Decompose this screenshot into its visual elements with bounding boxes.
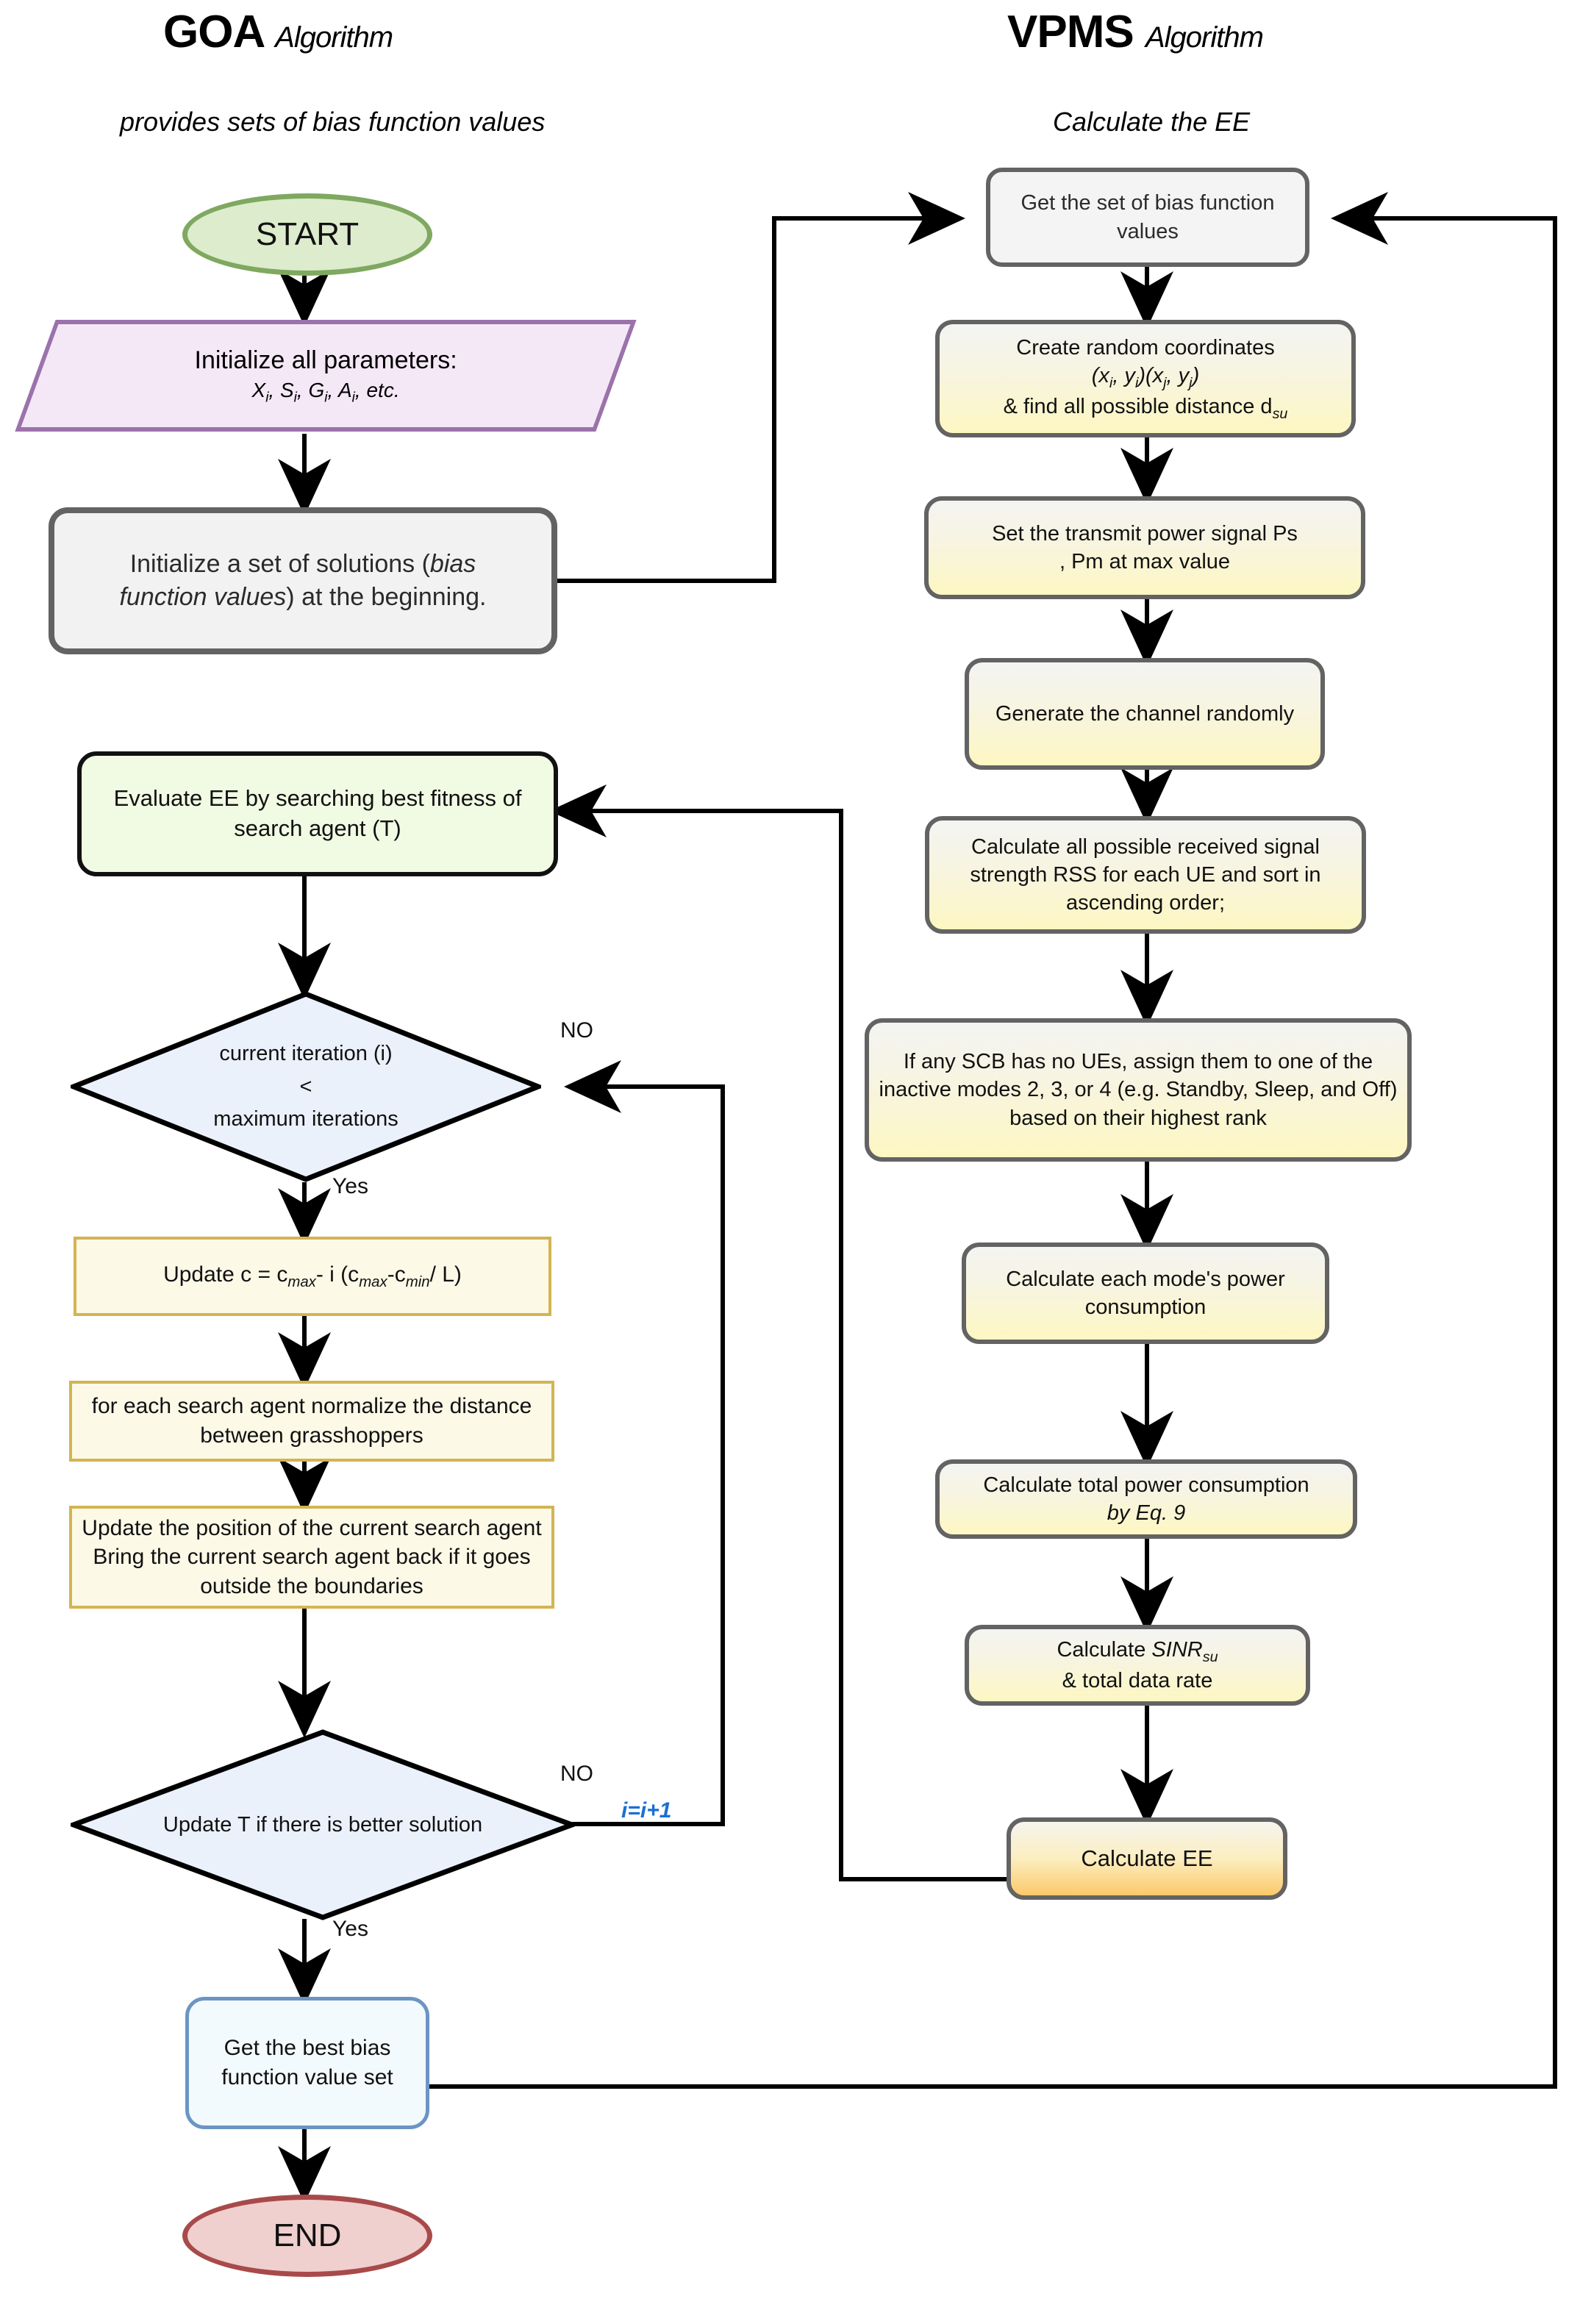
node-get-best-bias-label: Get the best bias function value set <box>221 2036 393 2089</box>
node-decision-update-t[interactable]: Update T if there is better solution <box>71 1729 575 1920</box>
node-calculate-sinr-line2: & total data rate <box>1062 1668 1213 1692</box>
node-generate-channel-label: Generate the channel randomly <box>995 701 1295 726</box>
vpms-title-bold: VPMS <box>1007 7 1134 57</box>
node-evaluate-ee[interactable]: Evaluate EE by searching best fitness of… <box>77 751 558 876</box>
edge-label-update-t-yes: Yes <box>332 1917 368 1941</box>
edge-label-increment: i=i+1 <box>621 1798 672 1823</box>
node-scb-inactive-modes[interactable]: If any SCB has no UEs, assign them to on… <box>865 1018 1412 1162</box>
node-update-c-label: Update c = cmax- i (cmax-cmin/ L) <box>163 1262 462 1291</box>
edge-label-iteration-no: NO <box>560 1018 593 1043</box>
node-create-coordinates-line2: (xi, yi)(xj, yj) <box>1091 364 1200 392</box>
vpms-caption: Calculate the EE <box>1053 107 1251 137</box>
node-decision-iteration[interactable]: current iteration (i) < maximum iteratio… <box>71 991 541 1182</box>
node-calculate-mode-power-label: Calculate each mode's power consumption <box>1006 1267 1285 1319</box>
edge-label-update-t-no: NO <box>560 1762 593 1786</box>
goa-title-italic: Algorithm <box>275 21 393 54</box>
vpms-title: VPMS Algorithm <box>1007 6 1264 58</box>
goa-caption: provides sets of bias function values <box>120 107 546 137</box>
node-evaluate-ee-label: Evaluate EE by searching best fitness of… <box>113 785 522 841</box>
goa-title: GOA Algorithm <box>163 6 393 58</box>
node-calculate-total-power-line1: Calculate total power consumption <box>983 1473 1309 1497</box>
goa-title-bold: GOA <box>163 7 264 57</box>
node-start[interactable]: START <box>182 193 432 276</box>
decision-iteration-shape <box>71 991 541 1182</box>
node-start-label: START <box>255 215 360 252</box>
node-scb-inactive-modes-label: If any SCB has no UEs, assign them to on… <box>879 1050 1398 1130</box>
node-calculate-sinr[interactable]: Calculate SINRsu & total data rate <box>965 1625 1310 1706</box>
node-calculate-total-power-line2: by Eq. 9 <box>1107 1501 1186 1525</box>
node-end-label: END <box>273 2217 342 2253</box>
node-calculate-mode-power[interactable]: Calculate each mode's power consumption <box>962 1243 1329 1344</box>
node-set-transmit-power-label: Set the transmit power signal Ps, Pm at … <box>992 521 1298 573</box>
node-initialize-parameters[interactable]: Initialize all parameters: Xi, Si, Gi, A… <box>15 320 637 432</box>
node-get-bias-set[interactable]: Get the set of bias function values <box>986 168 1309 267</box>
node-set-transmit-power[interactable]: Set the transmit power signal Ps, Pm at … <box>924 496 1365 599</box>
node-calculate-rss[interactable]: Calculate all possible received signal s… <box>925 816 1366 934</box>
node-update-position[interactable]: Update the position of the current searc… <box>69 1506 554 1609</box>
node-initialize-parameters-line2: Xi, Si, Gi, Ai, etc. <box>251 379 400 406</box>
node-calculate-total-power[interactable]: Calculate total power consumption by Eq.… <box>935 1459 1357 1539</box>
node-generate-channel[interactable]: Generate the channel randomly <box>965 658 1325 770</box>
decision-update-t-shape <box>71 1729 575 1920</box>
node-update-position-label: Update the position of the current searc… <box>82 1515 542 1598</box>
node-get-bias-set-label: Get the set of bias function values <box>1020 191 1275 243</box>
node-end[interactable]: END <box>182 2195 432 2277</box>
node-get-best-bias[interactable]: Get the best bias function value set <box>185 1997 429 2129</box>
node-calculate-rss-label: Calculate all possible received signal s… <box>970 834 1321 915</box>
node-calculate-ee-label: Calculate EE <box>1081 1845 1213 1871</box>
node-initialize-parameters-line1: Initialize all parameters: <box>194 346 457 375</box>
node-calculate-sinr-line1: Calculate SINRsu <box>1057 1637 1218 1665</box>
node-normalize-distance[interactable]: for each search agent normalize the dist… <box>69 1381 554 1462</box>
edge-label-iteration-yes: Yes <box>332 1174 368 1198</box>
node-create-coordinates[interactable]: Create random coordinates (xi, yi)(xj, y… <box>935 320 1356 437</box>
node-update-c[interactable]: Update c = cmax- i (cmax-cmin/ L) <box>74 1237 551 1316</box>
node-calculate-ee[interactable]: Calculate EE <box>1007 1817 1287 1900</box>
node-create-coordinates-line3: & find all possible distance dsu <box>1003 395 1288 422</box>
node-create-coordinates-line1: Create random coordinates <box>1016 336 1275 360</box>
vpms-title-italic: Algorithm <box>1145 21 1264 54</box>
node-normalize-distance-label: for each search agent normalize the dist… <box>91 1394 532 1448</box>
